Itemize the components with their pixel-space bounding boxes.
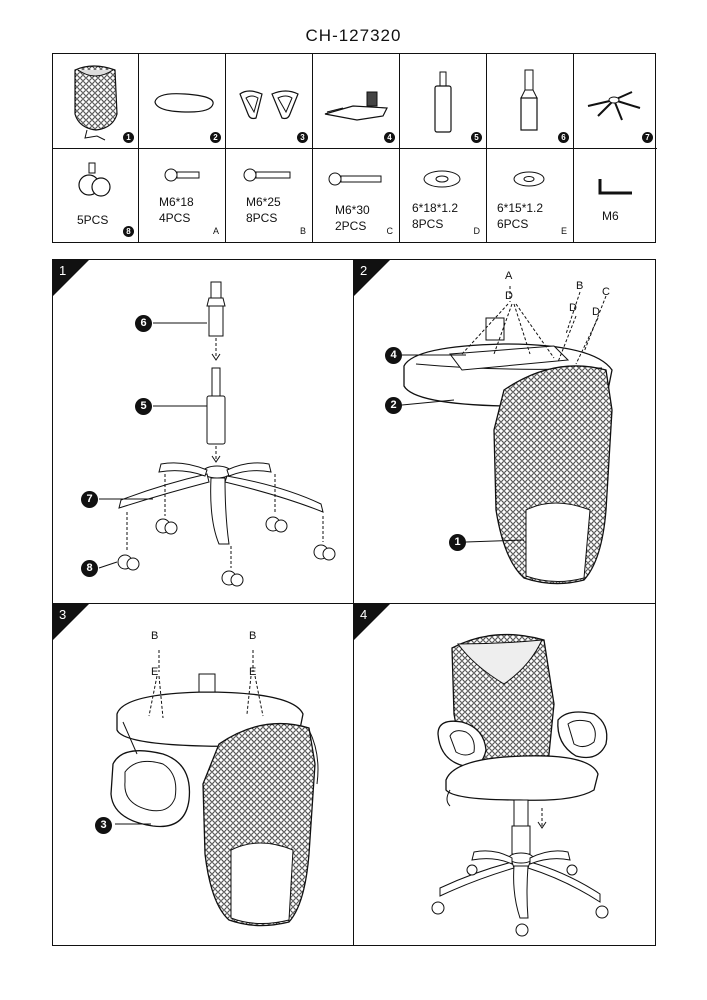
part-callout: 2 <box>385 397 402 414</box>
step-2-panel: 2 A D B D C D 4 2 1 <box>353 259 656 604</box>
gas-lift-cover-icon <box>520 69 538 131</box>
part-number-badge: 1 <box>123 132 134 143</box>
hardware-letter: E <box>560 226 567 236</box>
bolt-icon <box>328 172 382 186</box>
hardware-letter: C <box>386 226 394 236</box>
mesh-backrest-icon <box>74 65 118 141</box>
fastener-label: D <box>592 306 600 318</box>
hardware-qty: 4PCS <box>159 211 191 225</box>
washer-icon <box>513 171 545 187</box>
hardware-size: 6*18*1.2 <box>412 201 459 215</box>
step-3-panel: 3 B E B E 3 <box>52 603 354 946</box>
part-callout: 8 <box>81 560 98 577</box>
part-3-cell: 3 <box>226 54 313 149</box>
bolt-icon <box>164 168 200 182</box>
parts-list-table: 1 2 3 4 5 <box>52 53 657 243</box>
part-5-cell: 5 <box>400 54 487 149</box>
hardware-size: M6*25 <box>246 195 281 209</box>
fastener-label: D <box>569 302 577 314</box>
part-callout: 1 <box>449 534 466 551</box>
gas-lift-icon <box>434 71 452 133</box>
part-number-badge: 6 <box>558 132 569 143</box>
hardware-size: M6 <box>602 209 619 223</box>
step-corner <box>354 260 390 296</box>
part-number-badge: 3 <box>297 132 308 143</box>
step-number: 3 <box>59 607 67 622</box>
part-number-badge: 8 <box>123 226 134 237</box>
fastener-label: D <box>505 290 513 302</box>
part-2-cell: 2 <box>139 54 226 149</box>
step-number: 2 <box>360 263 368 278</box>
part-callout: 6 <box>135 315 152 332</box>
part-4-cell: 4 <box>313 54 400 149</box>
part-callout: 4 <box>385 347 402 364</box>
hardware-qty: 2PCS <box>335 219 367 233</box>
hex-key-cell: M6 <box>574 149 657 242</box>
part-number-badge: 4 <box>384 132 395 143</box>
hardware-size: M6*18 <box>159 195 194 209</box>
part-7-cell: 7 <box>574 54 657 149</box>
step-corner <box>53 260 89 296</box>
part-number-badge: 5 <box>471 132 482 143</box>
bolt-icon <box>243 168 291 182</box>
hardware-b-cell: M6*25 8PCS B <box>226 149 313 242</box>
fastener-label: B <box>576 280 584 292</box>
fastener-label: E <box>249 666 257 678</box>
step-4-panel: 4 <box>353 603 656 946</box>
step-number: 1 <box>59 263 67 278</box>
hardware-qty: 8PCS <box>246 211 278 225</box>
hardware-letter: B <box>299 226 306 236</box>
hardware-qty: 6PCS <box>497 217 529 231</box>
base-assembly-illustration <box>98 281 336 587</box>
hardware-e-cell: 6*15*1.2 6PCS E <box>487 149 574 242</box>
fastener-label: E <box>151 666 159 678</box>
step-corner <box>53 604 89 640</box>
hardware-letter: D <box>473 226 481 236</box>
part-callout: 3 <box>95 817 112 834</box>
caster-icon <box>78 162 111 197</box>
seat-cushion-icon <box>154 93 214 113</box>
step-number: 4 <box>360 607 368 622</box>
part-6-cell: 6 <box>487 54 574 149</box>
part-callout: 7 <box>81 491 98 508</box>
hardware-letter: A <box>212 226 219 236</box>
tilt-mechanism-icon <box>324 91 388 121</box>
part-number-badge: 2 <box>210 132 221 143</box>
allen-key-icon <box>598 179 632 195</box>
hardware-c-cell: M6*30 2PCS C <box>313 149 400 242</box>
seat-back-assembly-illustration <box>401 286 613 585</box>
fastener-label: A <box>505 270 513 282</box>
fastener-label: C <box>602 286 610 298</box>
caster-qty: 5PCS <box>77 213 109 227</box>
fastener-label: B <box>249 630 257 642</box>
part-8-cell: 5PCS 8 <box>53 149 139 242</box>
washer-icon <box>423 170 461 188</box>
hardware-qty: 8PCS <box>412 217 444 231</box>
step-1-panel: 1 <box>52 259 354 604</box>
part-callout: 5 <box>135 398 152 415</box>
model-number: CH-127320 <box>305 26 402 45</box>
hardware-size: 6*15*1.2 <box>497 201 544 215</box>
five-star-base-icon <box>587 91 641 121</box>
step-corner <box>354 604 390 640</box>
completed-chair-illustration <box>431 633 609 937</box>
hardware-d-cell: 6*18*1.2 8PCS D <box>400 149 487 242</box>
armrests-icon <box>239 90 299 120</box>
hardware-size: M6*30 <box>335 203 370 217</box>
armrest-assembly-illustration <box>110 650 319 927</box>
hardware-a-cell: M6*18 4PCS A <box>139 149 226 242</box>
part-1-cell: 1 <box>53 54 139 149</box>
fastener-label: B <box>151 630 159 642</box>
part-number-badge: 7 <box>642 132 653 143</box>
